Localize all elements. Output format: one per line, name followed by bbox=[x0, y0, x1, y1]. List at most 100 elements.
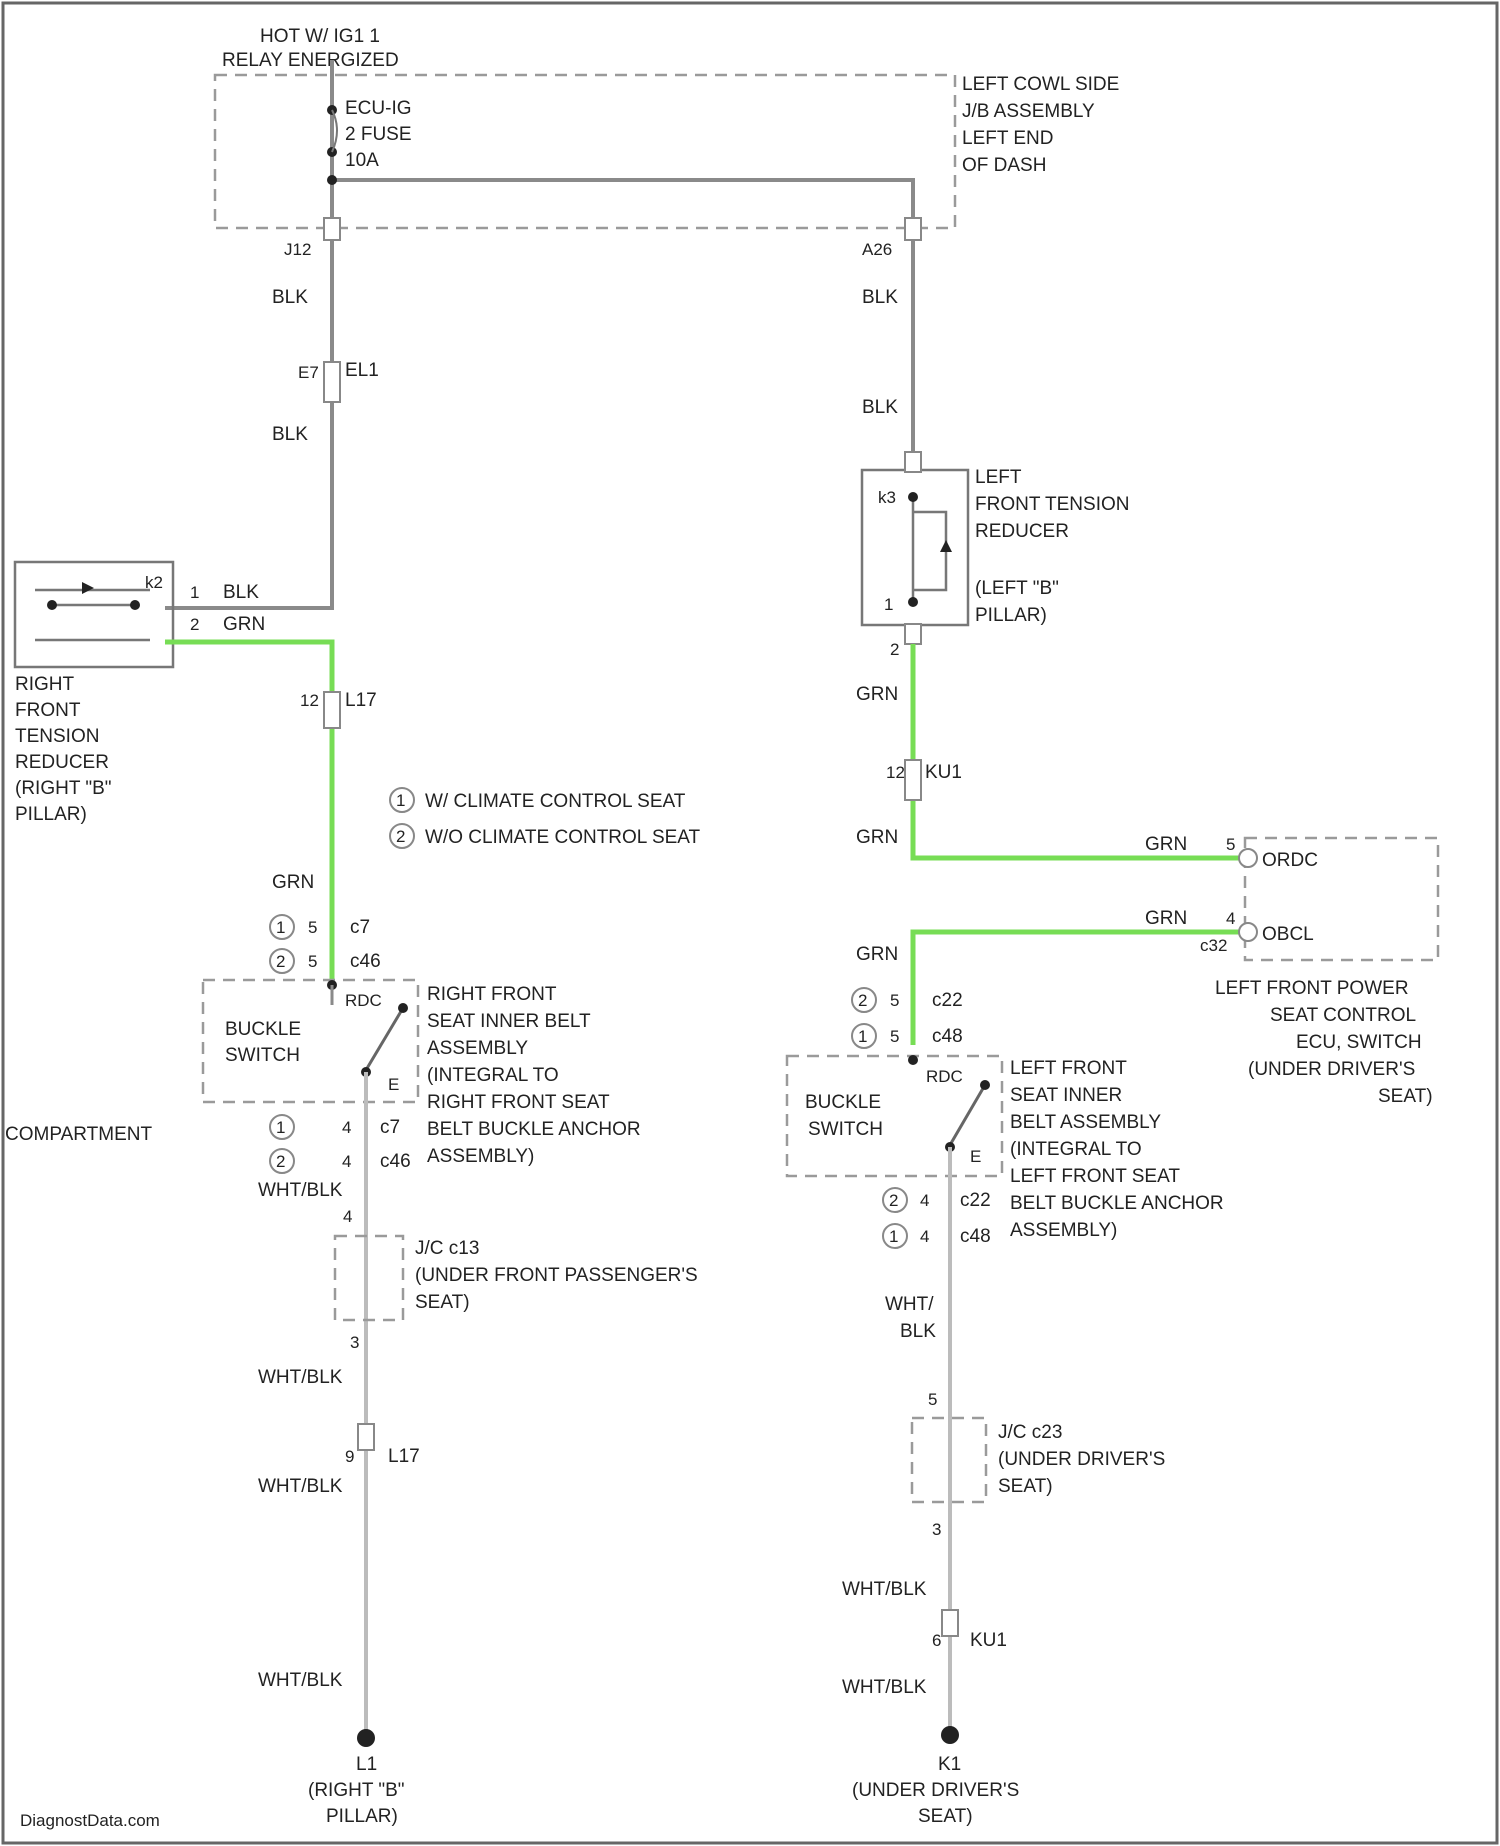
jb-label-4: OF DASH bbox=[962, 155, 1046, 176]
j12-connector bbox=[324, 218, 340, 240]
fuse-label-2: 2 FUSE bbox=[345, 124, 412, 145]
left-reducer-node-2 bbox=[908, 597, 918, 607]
left-reducer-pin-k3: k3 bbox=[878, 488, 896, 507]
lb-switch-label-1: BUCKLE bbox=[805, 1092, 881, 1113]
hot-label-2: RELAY ENERGIZED bbox=[222, 50, 399, 71]
lb-side-label-4: (INTEGRAL TO bbox=[1010, 1139, 1142, 1160]
lb-conn1-num: 2 bbox=[858, 991, 867, 1010]
rb-side-label-4: (INTEGRAL TO bbox=[427, 1065, 559, 1086]
l17-connector-top bbox=[324, 692, 340, 728]
ku1-pin-top: 12 bbox=[886, 763, 905, 782]
right-reducer-node-2 bbox=[130, 600, 140, 610]
ecu-wire-1: GRN bbox=[1145, 834, 1187, 855]
rb-lconn2-code: c46 bbox=[380, 1151, 411, 1172]
lb-lconn1-pin: 4 bbox=[920, 1191, 929, 1210]
rb-lconn1-code: c7 bbox=[380, 1117, 400, 1138]
left-reducer-label-1: LEFT bbox=[975, 467, 1022, 488]
ku1-label-top: KU1 bbox=[925, 762, 962, 783]
left-wire-blk-1: BLK bbox=[272, 287, 308, 308]
jb-label-3: LEFT END bbox=[962, 128, 1054, 149]
lb-side-label-5: LEFT FRONT SEAT bbox=[1010, 1166, 1180, 1187]
right-ground-loc-2: PILLAR) bbox=[326, 1806, 398, 1827]
watermark: DiagnostData.com bbox=[20, 1811, 160, 1830]
rb-side-label-7: ASSEMBLY) bbox=[427, 1146, 534, 1167]
hot-label-1: HOT W/ IG1 1 bbox=[260, 26, 380, 47]
right-l17-connector bbox=[358, 1424, 374, 1450]
rb-lconn1-num: 1 bbox=[276, 1118, 285, 1137]
rb-side-label-1: RIGHT FRONT bbox=[427, 984, 557, 1005]
left-ground-label: K1 bbox=[938, 1754, 961, 1775]
fuse-label-3: 10A bbox=[345, 150, 379, 171]
rb-lower-pin: E bbox=[388, 1075, 399, 1094]
right-jc-box bbox=[335, 1236, 403, 1320]
right-jc-pin-bottom: 3 bbox=[350, 1333, 359, 1352]
ecu-pin-4-terminal bbox=[1239, 923, 1257, 941]
lb-switch-blade bbox=[950, 1085, 985, 1145]
compartment-label: COMPARTMENT bbox=[5, 1124, 152, 1145]
left-grn-wire-a bbox=[913, 644, 1245, 858]
lb-lconn2-code: c48 bbox=[960, 1226, 991, 1247]
ecu-label-3: ECU, SWITCH bbox=[1296, 1032, 1422, 1053]
right-reducer-conn: k2 bbox=[145, 573, 163, 592]
lb-lconn1-num: 2 bbox=[889, 1191, 898, 1210]
left-reducer-internals bbox=[913, 497, 946, 602]
rb-side-label-6: BELT BUCKLE ANCHOR bbox=[427, 1119, 641, 1140]
right-reducer-label-4: REDUCER bbox=[15, 752, 109, 773]
right-jc-wire1: WHT/BLK bbox=[258, 1367, 343, 1388]
left-reducer-bottom-conn bbox=[905, 624, 921, 644]
lb-conn2-pin: 5 bbox=[890, 1027, 899, 1046]
right-reducer-wire-bottom: GRN bbox=[223, 614, 265, 635]
left-ku1-pin: 6 bbox=[932, 1631, 941, 1650]
right-ground-label: L1 bbox=[356, 1754, 377, 1775]
right-reducer-wire-top: BLK bbox=[223, 582, 259, 603]
lb-conn2-num: 1 bbox=[858, 1027, 867, 1046]
legend-2-text: W/O CLIMATE CONTROL SEAT bbox=[425, 827, 701, 848]
l17-pin-top: 12 bbox=[300, 691, 319, 710]
ecu-conn-code: c32 bbox=[1200, 936, 1227, 955]
rb-pin-label: RDC bbox=[345, 991, 382, 1010]
el1-label: EL1 bbox=[345, 360, 379, 381]
right-jc-label-3: SEAT) bbox=[415, 1292, 470, 1313]
rb-switch-label-1: BUCKLE bbox=[225, 1019, 301, 1040]
left-reducer-label-4: (LEFT "B" bbox=[975, 578, 1059, 599]
lb-wire-after-2: BLK bbox=[900, 1321, 936, 1342]
lb-lconn2-pin: 4 bbox=[920, 1227, 929, 1246]
lb-conn2-code: c48 bbox=[932, 1026, 963, 1047]
left-reducer-label-3: REDUCER bbox=[975, 521, 1069, 542]
right-ground-loc-1: (RIGHT "B" bbox=[308, 1780, 405, 1801]
right-jc-label-1: J/C c13 bbox=[415, 1238, 479, 1259]
left-grn-wire-b bbox=[913, 932, 1245, 1045]
left-jc-pin-bottom: 3 bbox=[932, 1520, 941, 1539]
rb-conn2-code: c46 bbox=[350, 951, 381, 972]
lb-wire-after-1: WHT/ bbox=[885, 1294, 934, 1315]
right-reducer-label-6: PILLAR) bbox=[15, 804, 87, 825]
rb-conn1-pin: 5 bbox=[308, 918, 317, 937]
left-reducer-pin-2: 2 bbox=[890, 640, 899, 659]
jb-assembly-box bbox=[215, 75, 955, 228]
right-reducer-label-3: TENSION bbox=[15, 726, 99, 747]
rb-conn1-code: c7 bbox=[350, 917, 370, 938]
rb-switch-label-2: SWITCH bbox=[225, 1045, 300, 1066]
left-jc-label-1: J/C c23 bbox=[998, 1422, 1062, 1443]
right-reducer-pin-top: 1 bbox=[190, 583, 199, 602]
jb-label-2: J/B ASSEMBLY bbox=[962, 101, 1095, 122]
left-ground-loc-1: (UNDER DRIVER'S bbox=[852, 1780, 1019, 1801]
right-jc-label-2: (UNDER FRONT PASSENGER'S bbox=[415, 1265, 698, 1286]
left-reducer-top-conn bbox=[905, 452, 921, 472]
left-reducer-label-2: FRONT TENSION bbox=[975, 494, 1129, 515]
right-l17-label: L17 bbox=[388, 1446, 420, 1467]
legend-1-text: W/ CLIMATE CONTROL SEAT bbox=[425, 791, 686, 812]
ecu-label-5: SEAT) bbox=[1378, 1086, 1433, 1107]
left-reducer-diode bbox=[940, 540, 952, 552]
fuse-junction bbox=[327, 175, 337, 185]
ecu-label-4: (UNDER DRIVER'S bbox=[1248, 1059, 1415, 1080]
lb-side-label-7: ASSEMBLY) bbox=[1010, 1220, 1117, 1241]
el1-pin: E7 bbox=[298, 363, 319, 382]
right-reducer-label-2: FRONT bbox=[15, 700, 81, 721]
left-jc-wire1: WHT/BLK bbox=[842, 1579, 927, 1600]
lb-side-label-6: BELT BUCKLE ANCHOR bbox=[1010, 1193, 1224, 1214]
lb-pin-top bbox=[908, 1055, 918, 1065]
legend-2-num: 2 bbox=[396, 827, 405, 846]
fuse-label-1: ECU-IG bbox=[345, 98, 412, 119]
